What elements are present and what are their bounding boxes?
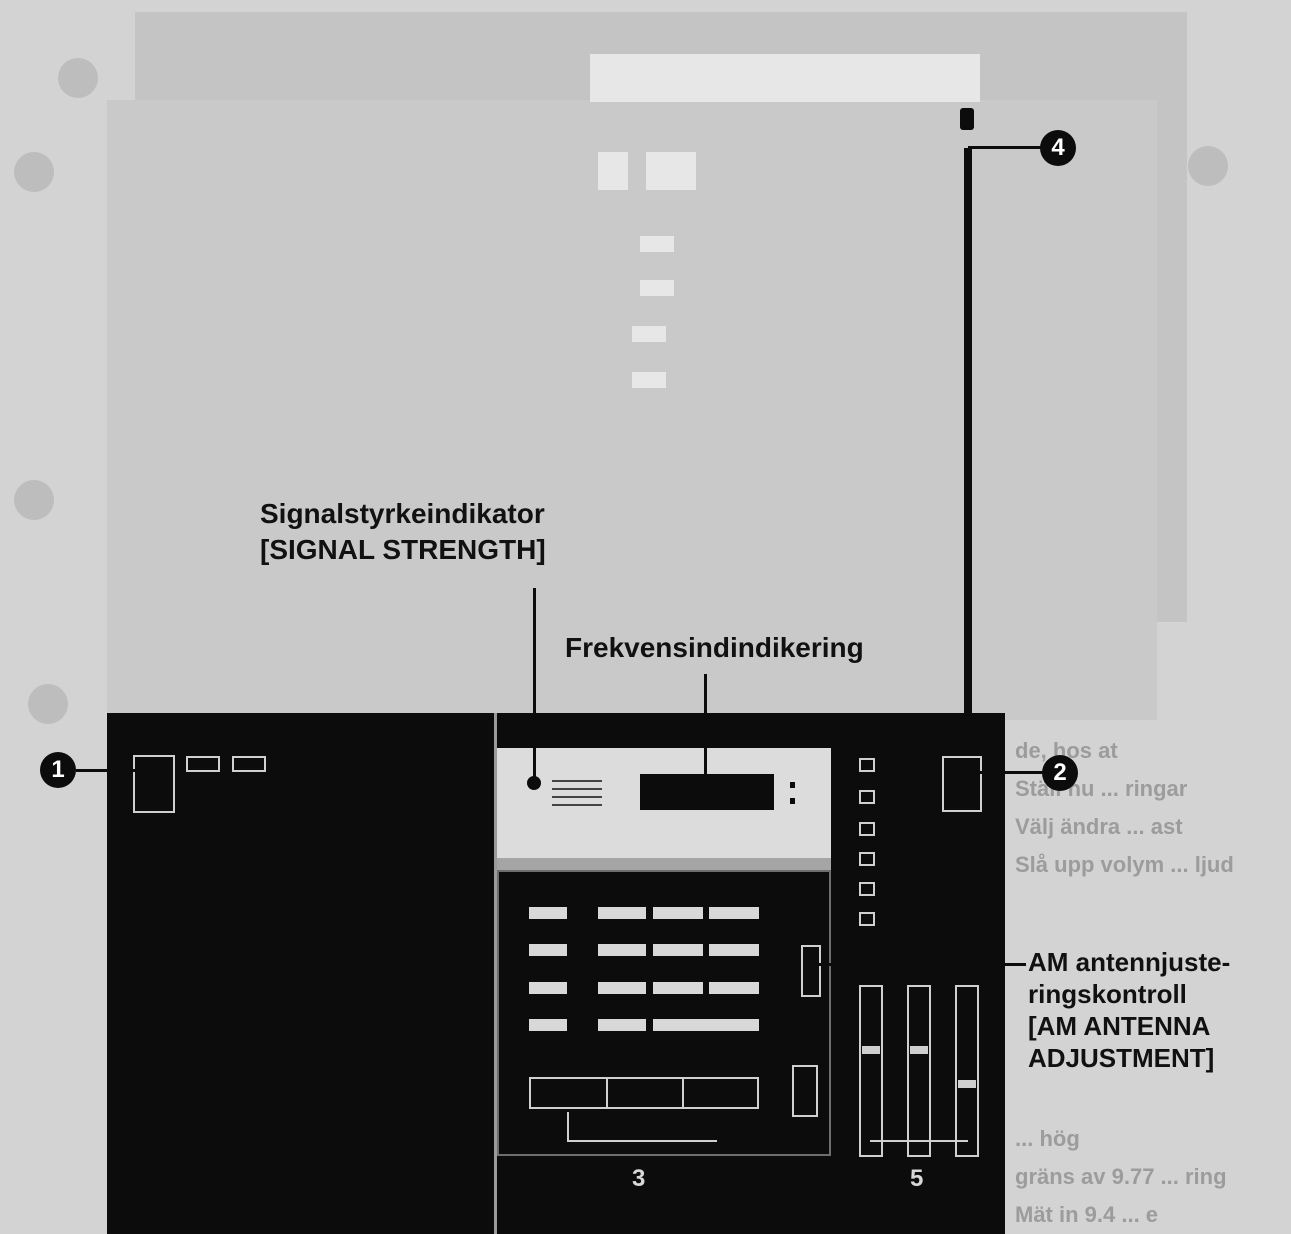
am-antenna-label: AM antennjuste- ringskontroll [AM ANTENN…	[1028, 946, 1230, 1074]
station-memory-button	[859, 912, 875, 926]
keypad-key	[529, 944, 567, 956]
faded-text: Slå upp volym ... ljud	[1015, 852, 1234, 878]
keypad-key	[598, 982, 646, 994]
dot	[790, 782, 795, 788]
faded-key	[632, 372, 666, 388]
signal-strength-leader-dot	[527, 776, 541, 790]
faded-key	[640, 280, 674, 296]
slider-control	[955, 985, 979, 1157]
group-3-leader	[567, 1140, 717, 1142]
keypad-key	[598, 944, 646, 956]
signal-strength-label: Signalstyrkeindikator [SIGNAL STRENGTH]	[260, 496, 546, 568]
faded-key	[632, 326, 666, 342]
faded-key	[640, 236, 674, 252]
am-antenna-label-line3: [AM ANTENNA	[1028, 1010, 1230, 1042]
group-number-5: 5	[910, 1165, 923, 1193]
band-button-group	[529, 1077, 759, 1109]
band-button-separator	[606, 1077, 608, 1109]
faded-text: Mät in 9.4 ... e	[1015, 1202, 1158, 1228]
am-antenna-knob	[801, 945, 821, 997]
faded-background-panel-lower	[107, 100, 1157, 720]
keypad-key	[529, 1019, 567, 1031]
station-memory-button	[859, 790, 875, 804]
station-memory-button	[859, 882, 875, 896]
slider-knob	[862, 1046, 880, 1054]
am-antenna-label-line4: ADJUSTMENT]	[1028, 1042, 1230, 1074]
callout-4-leader	[968, 146, 1048, 149]
faded-text: Ställ nu ... ringar	[1015, 776, 1187, 802]
keypad-key	[653, 944, 703, 956]
keypad-key	[709, 907, 759, 919]
display-bar	[497, 858, 831, 870]
keypad-key	[653, 1019, 759, 1031]
power-switch	[133, 755, 175, 813]
signal-meter-bar	[552, 804, 602, 806]
faded-display-strip	[590, 54, 980, 102]
callout-2-leader	[962, 771, 1046, 774]
keypad-key	[598, 907, 646, 919]
telescopic-antenna	[964, 148, 972, 714]
station-memory-button	[859, 852, 875, 866]
faded-key	[646, 152, 696, 190]
station-memory-button	[859, 822, 875, 836]
dot	[790, 798, 795, 804]
signal-meter-bar	[552, 780, 602, 782]
am-antenna-label-line1: AM antennjuste-	[1028, 946, 1230, 978]
faded-key	[598, 152, 628, 190]
am-antenna-leader	[812, 963, 1026, 966]
keypad-key	[529, 907, 567, 919]
slider-knob	[958, 1080, 976, 1088]
band-button-separator	[682, 1077, 684, 1109]
signal-strength-label-line1: Signalstyrkeindikator	[260, 496, 546, 532]
antenna-tip	[960, 108, 974, 130]
faded-callout	[28, 684, 68, 724]
slider-control	[859, 985, 883, 1157]
side-connector	[792, 1065, 818, 1117]
frequency-display-leader	[704, 674, 707, 804]
faded-callout	[58, 58, 98, 98]
signal-strength-label-line2: [SIGNAL STRENGTH]	[260, 532, 546, 568]
small-switch	[186, 756, 220, 772]
faded-callout	[1188, 146, 1228, 186]
slider-control	[907, 985, 931, 1157]
keypad-key	[598, 1019, 646, 1031]
group-5-leader	[870, 1140, 968, 1142]
faded-callout	[14, 480, 54, 520]
frequency-display-label: Frekvensindindikering	[565, 632, 864, 664]
faded-text: ... hög	[1015, 1126, 1080, 1152]
group-3-leader	[567, 1112, 569, 1142]
keypad-key	[529, 982, 567, 994]
callout-2: 2	[1042, 755, 1078, 791]
keypad-key	[709, 944, 759, 956]
keypad-key	[709, 982, 759, 994]
faded-callout	[14, 152, 54, 192]
signal-strength-leader	[533, 588, 536, 784]
slider-knob	[910, 1046, 928, 1054]
small-switch	[232, 756, 266, 772]
signal-meter-bar	[552, 788, 602, 790]
keypad-key	[653, 907, 703, 919]
callout-1-leader	[76, 769, 148, 772]
callout-1: 1	[40, 752, 76, 788]
signal-meter-bar	[552, 796, 602, 798]
station-memory-button	[859, 758, 875, 772]
faded-text: gräns av 9.77 ... ring	[1015, 1164, 1227, 1190]
callout-4: 4	[1040, 130, 1076, 166]
headphone-jack	[942, 756, 982, 812]
frequency-display	[640, 774, 774, 810]
am-antenna-label-line2: ringskontroll	[1028, 978, 1230, 1010]
group-number-3: 3	[632, 1165, 645, 1193]
keypad-key	[653, 982, 703, 994]
faded-text: Välj ändra ... ast	[1015, 814, 1183, 840]
